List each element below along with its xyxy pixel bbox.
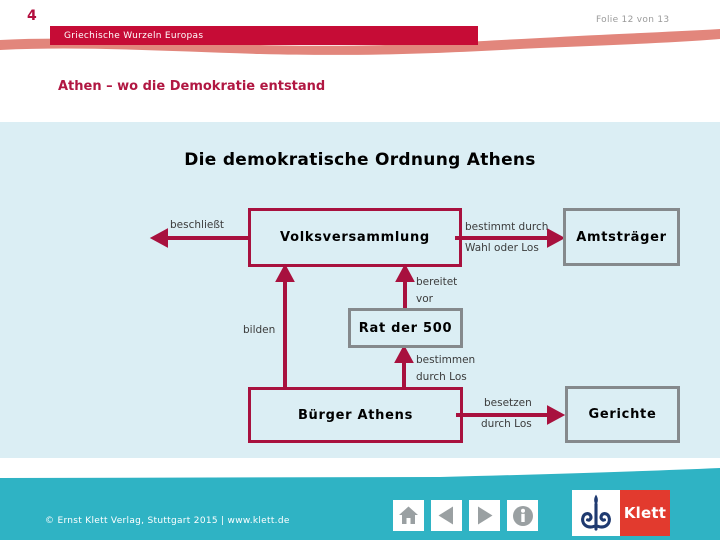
- arrowhead-bereitet-vor: [395, 263, 415, 282]
- edge-label-bestimmen-line1: bestimmen: [416, 354, 476, 366]
- edge-label-bereitet-line1: bereitet: [416, 276, 458, 288]
- box-gerichte: Gerichte: [565, 386, 680, 443]
- info-icon: [512, 505, 534, 527]
- arrowhead-beschliesst: [149, 228, 168, 248]
- klett-wordmark: Klett: [620, 490, 670, 536]
- box-volksversammlung: Volksversammlung: [248, 208, 462, 267]
- previous-slide-button[interactable]: [431, 500, 462, 531]
- edge-label-bestimmt-line1: bestimmt durch: [465, 221, 549, 233]
- arrow-left-icon: [436, 505, 457, 526]
- arrow-right-icon: [474, 505, 495, 526]
- diagram-panel: Die demokratische Ordnung Athens: [0, 122, 720, 458]
- edge-label-bestimmen-line2: durch Los: [416, 371, 467, 383]
- edge-label-bereitet-line2: vor: [416, 293, 433, 305]
- box-amtstraeger: Amtsträger: [563, 208, 680, 266]
- box-amtstraeger-label: Amtsträger: [576, 229, 667, 245]
- klett-logo: Klett: [572, 490, 670, 536]
- chapter-title: Griechische Wurzeln Europas: [64, 30, 204, 41]
- klett-emblem-icon: [572, 490, 620, 536]
- arrowhead-besetzen: [547, 405, 566, 425]
- edge-label-besetzen-line2: durch Los: [481, 418, 532, 430]
- arrowhead-bestimmt: [547, 228, 566, 248]
- box-buerger-athens-label: Bürger Athens: [297, 407, 414, 423]
- info-button[interactable]: [507, 500, 538, 531]
- home-button[interactable]: [393, 500, 424, 531]
- home-icon: [398, 505, 419, 526]
- box-gerichte-label: Gerichte: [588, 407, 657, 422]
- edge-label-bilden: bilden: [243, 324, 276, 336]
- box-buerger-athens: Bürger Athens: [248, 387, 463, 443]
- chapter-title-bar: Griechische Wurzeln Europas: [50, 26, 478, 45]
- next-slide-button[interactable]: [469, 500, 500, 531]
- box-volksversammlung-label: Volksversammlung: [280, 230, 430, 245]
- header-swoosh-ribbon: [0, 29, 720, 55]
- edge-label-besetzen-line1: besetzen: [484, 397, 532, 409]
- box-rat-der-500: Rat der 500: [348, 308, 463, 348]
- copyright-text: © Ernst Klett Verlag, Stuttgart 2015 | w…: [45, 516, 290, 526]
- chapter-number: 4: [27, 8, 37, 24]
- arrowhead-bestimmen: [394, 344, 414, 363]
- slide-navigation: [393, 500, 538, 531]
- edge-label-bestimmt-line2: Wahl oder Los: [465, 242, 539, 254]
- arrowhead-bilden: [275, 263, 295, 282]
- diagram-title: Die demokratische Ordnung Athens: [184, 150, 536, 170]
- lesson-title: Athen – wo die Demokratie entstand: [58, 79, 326, 94]
- edge-label-beschliesst: beschließt: [170, 219, 225, 231]
- footer-background: [0, 468, 720, 540]
- box-rat-der-500-label: Rat der 500: [358, 320, 453, 336]
- slide-counter: Folie 12 von 13: [596, 15, 670, 25]
